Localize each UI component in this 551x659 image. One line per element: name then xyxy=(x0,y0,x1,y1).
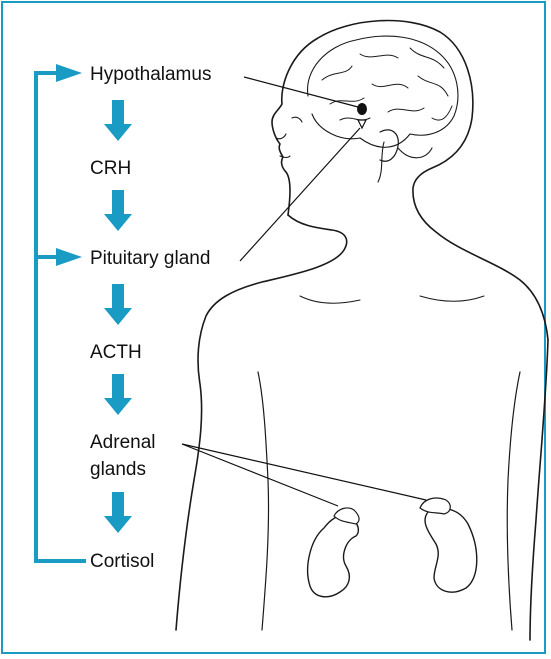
mouth xyxy=(280,156,290,158)
leader-adrenal-right xyxy=(182,444,426,500)
hypothalamus-marker xyxy=(357,103,367,128)
pituitary-marker xyxy=(358,120,366,128)
label-hypothalamus: Hypothalamus xyxy=(90,63,211,86)
down-arrow-4 xyxy=(104,374,132,415)
leader-hypothalamus xyxy=(244,77,358,107)
down-arrow-2 xyxy=(104,190,132,231)
down-arrow-1 xyxy=(104,100,132,141)
label-crh: CRH xyxy=(90,157,131,180)
label-acth: ACTH xyxy=(90,341,142,364)
eye xyxy=(292,117,302,122)
leader-lines xyxy=(182,77,426,506)
label-pituitary-gland: Pituitary gland xyxy=(90,247,210,270)
leader-pituitary xyxy=(240,128,360,261)
collarbone-left xyxy=(300,296,360,303)
nostril xyxy=(276,134,286,139)
brain-folds xyxy=(322,48,452,120)
right-torso xyxy=(507,372,520,630)
label-adrenal-line2: glands xyxy=(90,458,146,481)
right-arm xyxy=(530,340,548,640)
brainstem xyxy=(378,142,432,182)
collarbone-right xyxy=(420,296,484,301)
left-kidney xyxy=(308,508,359,597)
down-arrow-5 xyxy=(104,492,132,533)
feedback-line xyxy=(36,73,86,561)
feedback-loop xyxy=(36,64,86,561)
left-torso xyxy=(258,372,269,630)
right-adrenal-gland xyxy=(420,498,450,514)
feedback-arrowhead-hypothalamus xyxy=(56,64,82,82)
label-adrenal-line1: Adrenal xyxy=(90,431,156,454)
down-arrow-3 xyxy=(104,284,132,325)
label-cortisol: Cortisol xyxy=(90,550,154,573)
feedback-arrowhead-pituitary xyxy=(56,248,82,266)
right-kidney xyxy=(420,498,477,592)
